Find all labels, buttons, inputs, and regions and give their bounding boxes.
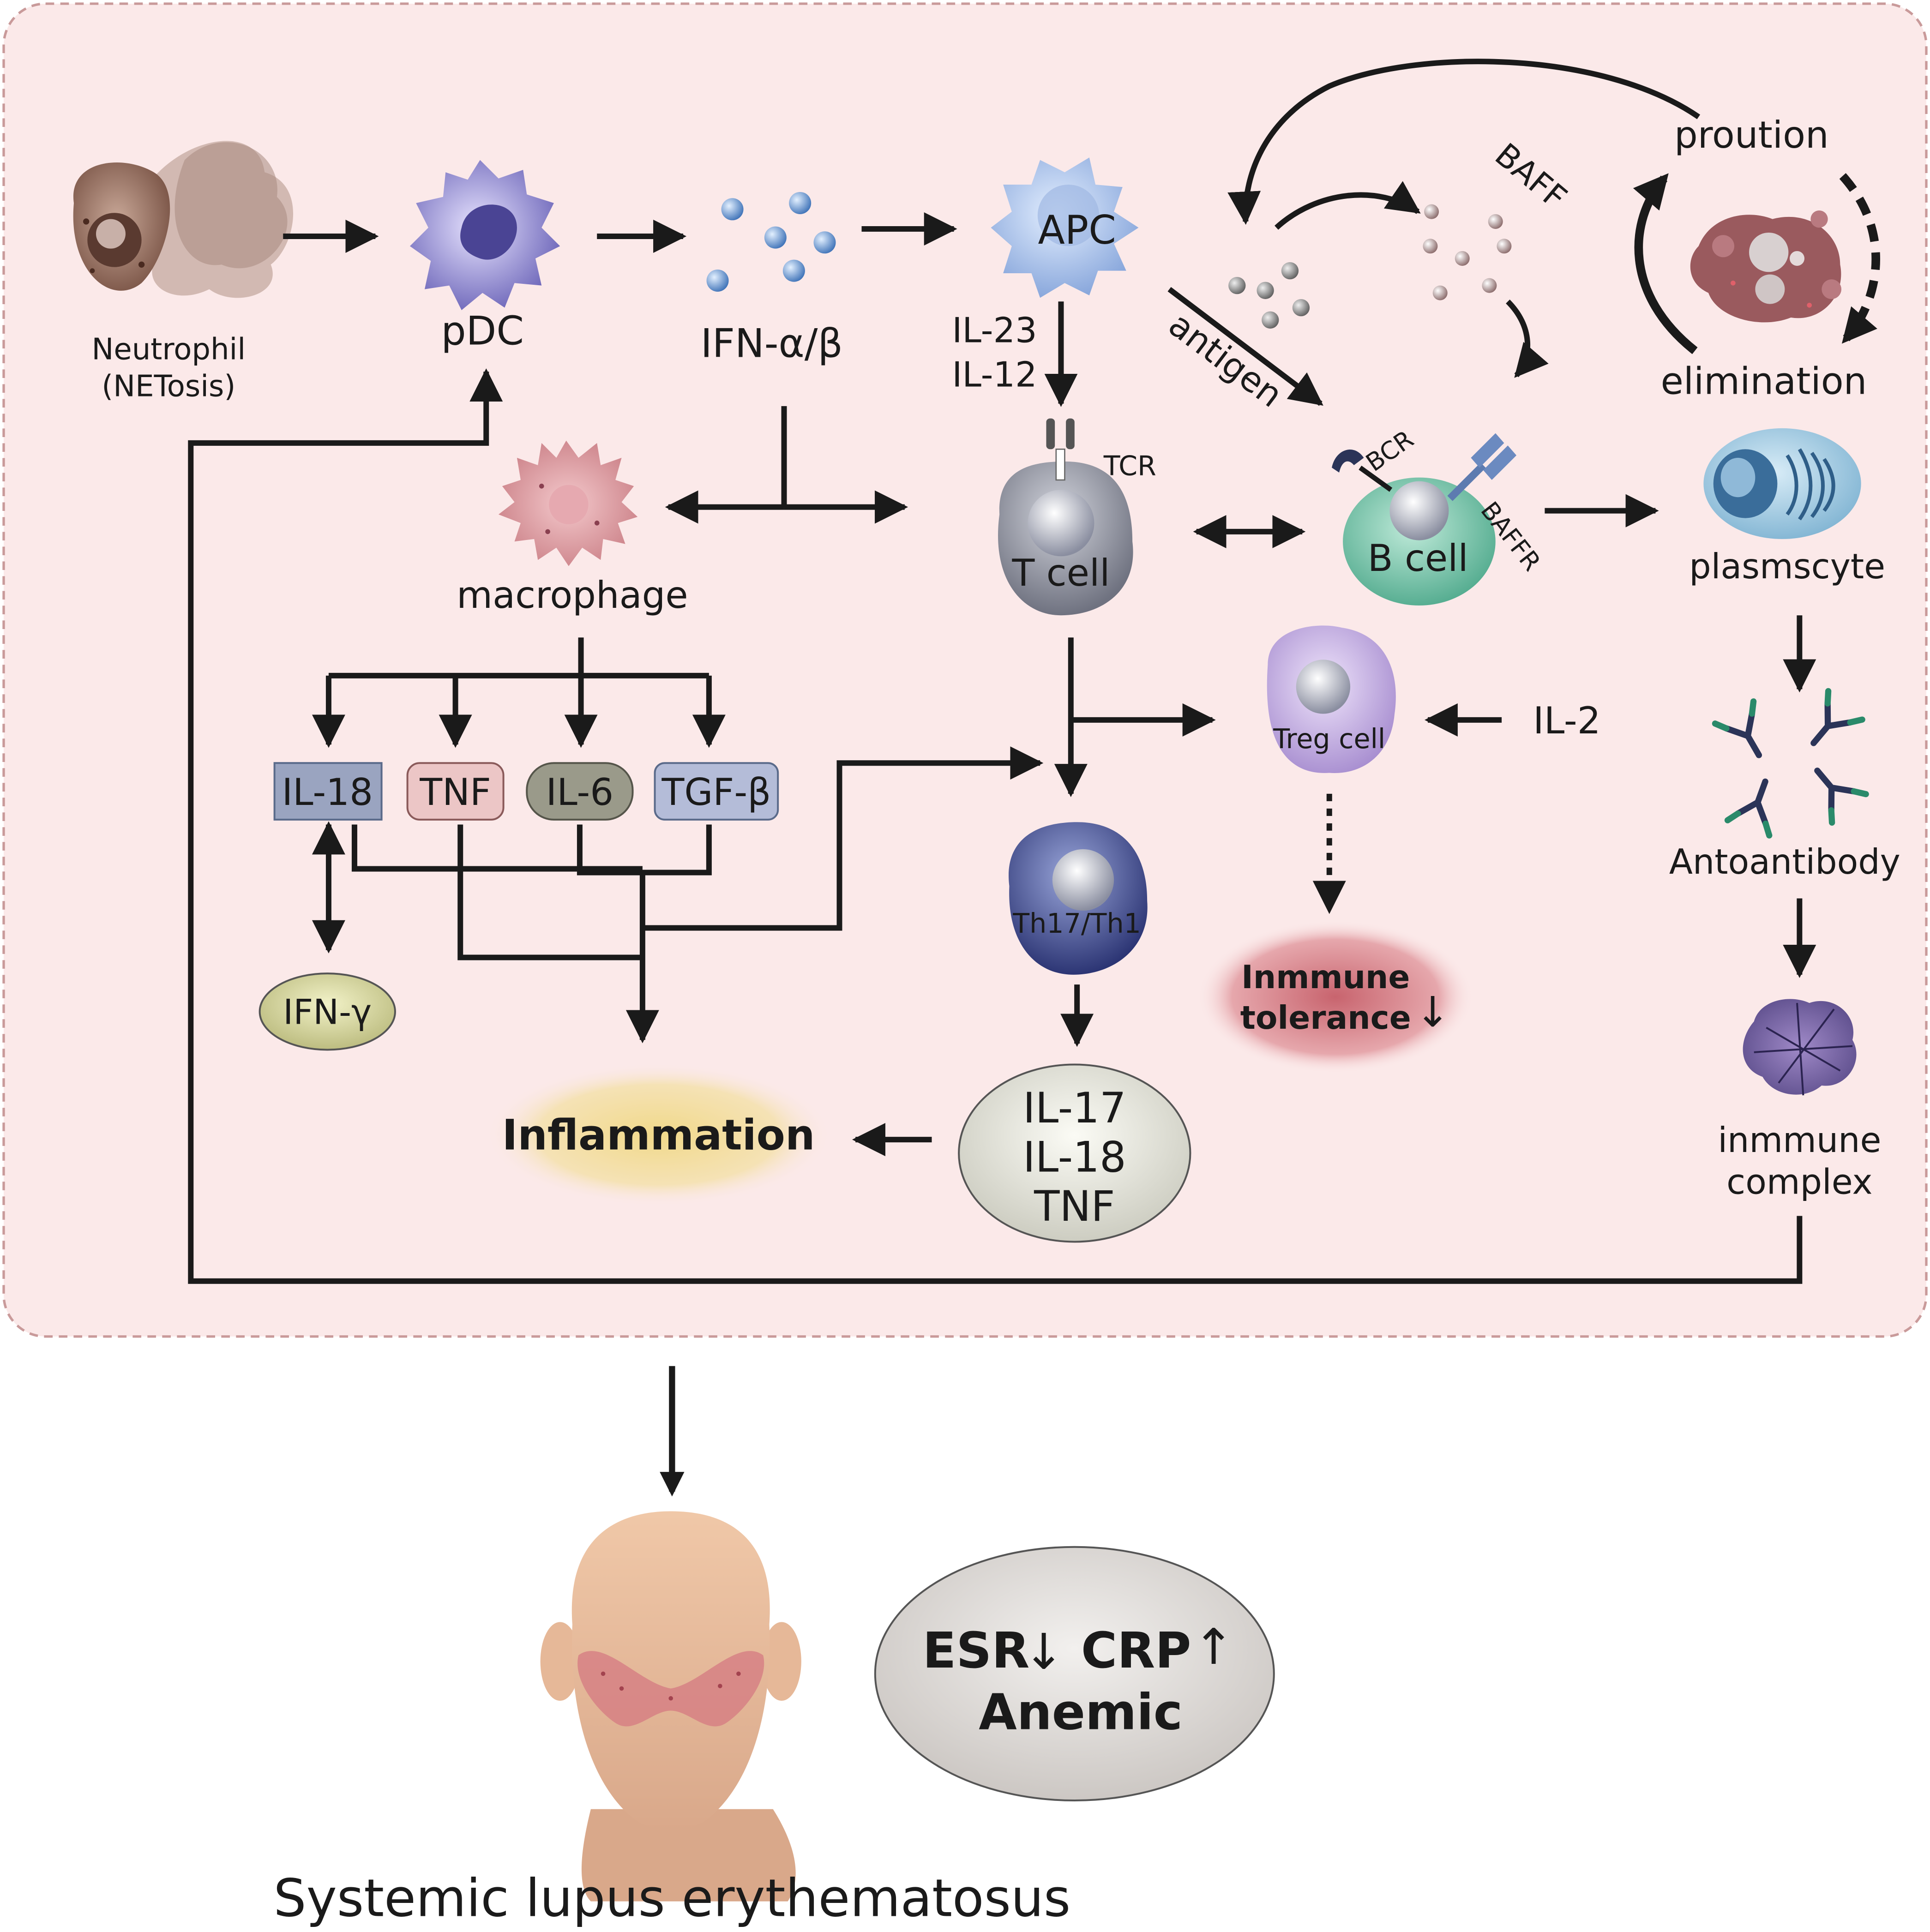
inflammation-label: Inflammation [502, 1111, 815, 1159]
treg-label: Treg cell [1273, 723, 1385, 755]
arrow-complex-feedback-to-pdc [188, 368, 1803, 1284]
anemic-label: Anemic [979, 1684, 1183, 1741]
th17-label: Th17/Th1 [1012, 908, 1141, 939]
pdc-label: pDC [441, 309, 524, 354]
esr-label: ESR [923, 1622, 1030, 1680]
baff-particles-icon [1423, 204, 1512, 300]
tgfb-box [654, 762, 779, 821]
baff-grey-particles-icon [1228, 262, 1310, 329]
macrophage-label: macrophage [457, 574, 688, 617]
il18-box [273, 762, 383, 821]
disease-title: Systemic lupus erythematosus [274, 1869, 1071, 1929]
crp-label: CRP [1081, 1622, 1191, 1680]
immune-complex-label-2: complex [1726, 1162, 1872, 1202]
th-cytokine-2: IL-18 [1023, 1133, 1126, 1182]
pdc-cell-icon [409, 160, 560, 310]
ifn-ab-particles-icon [706, 192, 836, 292]
immune-complex-icon [1743, 999, 1857, 1096]
tgfb-label: TGF-β [661, 771, 771, 814]
il6-label: IL-6 [546, 771, 614, 814]
treg-cell-icon [1267, 625, 1396, 774]
apc-cell-icon [991, 157, 1139, 298]
tolerance-glow [1197, 920, 1473, 1074]
il2-label: IL-2 [1533, 699, 1601, 742]
il12-label: IL-12 [952, 354, 1037, 395]
line-tnf-merge [457, 824, 643, 960]
production-label: proution [1674, 114, 1829, 156]
line-il18-merge [351, 824, 643, 872]
th-cytokine-1: IL-17 [1023, 1084, 1126, 1133]
elimination-arrow-icon [1839, 173, 1880, 344]
arrow-baff-release [1275, 181, 1421, 230]
inflammation-glow [486, 1063, 831, 1206]
tnf-box [406, 762, 505, 821]
il23-label: IL-23 [952, 310, 1037, 350]
crp-up-arrow: ↑ [1193, 1619, 1234, 1676]
plasmocyte-icon [1703, 428, 1861, 539]
arrow-baff-to-bcell [1506, 300, 1549, 378]
arrow-apc-to-bcell [1167, 287, 1323, 406]
tolerance-down-arrow: ↓ [1415, 988, 1450, 1037]
t-cell-label: T cell [1012, 552, 1110, 594]
arrow-production-feedback [1227, 59, 1701, 225]
tnf-label: TNF [419, 771, 491, 814]
ifng-label: IFN-γ [283, 992, 372, 1032]
th17-th1-cell-icon [1009, 822, 1148, 975]
b-cell-icon [1332, 433, 1517, 606]
il18-label: IL-18 [282, 771, 373, 814]
ifn-ab-label: IFN-α/β [701, 321, 843, 366]
macrophage-cell-icon [498, 440, 638, 566]
ifng-ellipse [259, 972, 396, 1051]
t-cell-icon [998, 418, 1133, 616]
b-cell-label: B cell [1368, 537, 1468, 580]
arrow-to-th17 [642, 746, 1044, 931]
elimination-label: elimination [1661, 360, 1867, 402]
apoptotic-cell-icon [1690, 210, 1842, 323]
netosis-label: (NETosis) [102, 370, 235, 404]
neutrophil-icon [73, 141, 294, 298]
tolerance-label-1: Inmmune [1241, 959, 1410, 996]
il6-box [526, 762, 634, 821]
th-cytokine-3: TNF [1034, 1182, 1115, 1231]
immune-complex-label-1: inmmune [1718, 1120, 1881, 1160]
th-cytokines-ellipse [958, 1063, 1191, 1243]
autoantibody-icon [1712, 688, 1869, 839]
autoantibody-label: Antoantibody [1669, 842, 1900, 882]
esr-down-arrow: ↓ [1023, 1624, 1064, 1681]
apc-label: APC [1038, 208, 1116, 253]
production-arrow-icon [1633, 173, 1698, 354]
tcr-label: TCR [1103, 450, 1156, 481]
plasmocyte-label: plasmscyte [1689, 546, 1885, 587]
clinical-markers-ellipse [874, 1546, 1275, 1802]
tolerance-label-2: tolerance [1240, 1000, 1411, 1037]
neutrophil-label: Neutrophil [91, 333, 246, 367]
patient-face-icon [540, 1511, 801, 1902]
